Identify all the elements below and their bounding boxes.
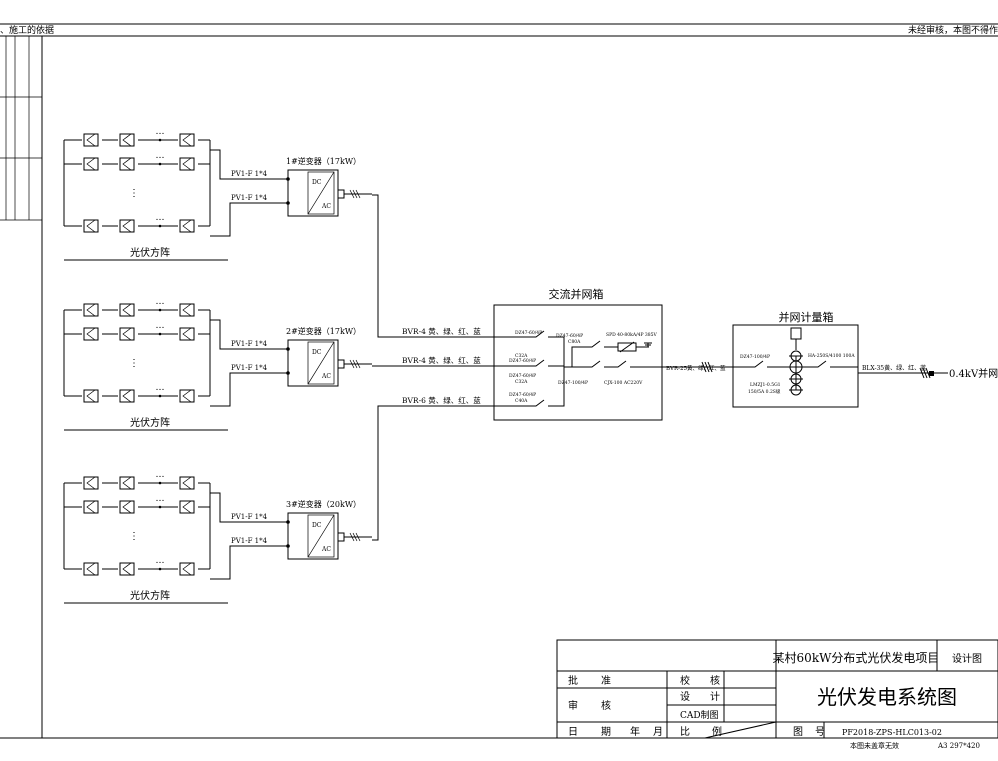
inverter-label: 2#逆变器（17kW） bbox=[286, 326, 361, 336]
svg-text:CJX-100 AC220V: CJX-100 AC220V bbox=[604, 380, 643, 386]
array-label: 光伏方阵 bbox=[130, 246, 170, 259]
svg-text:⋮: ⋮ bbox=[129, 531, 139, 542]
top-left-note: 、施工的依据 bbox=[0, 24, 54, 36]
drawing-title: 光伏发电系统图 bbox=[817, 685, 957, 709]
svg-text:C80A: C80A bbox=[568, 339, 581, 345]
svg-text:月: 月 bbox=[653, 726, 663, 738]
svg-text:DZ47-100/4P: DZ47-100/4P bbox=[740, 354, 770, 360]
svg-text:例: 例 bbox=[712, 725, 722, 738]
svg-text:批: 批 bbox=[568, 674, 578, 687]
inverter-label: 1#逆变器（17kW） bbox=[286, 156, 361, 166]
top-right-note: 未经审核，本图不得作 bbox=[908, 24, 998, 36]
string-label: PV1-F 1*4 bbox=[231, 340, 268, 348]
svg-text:…: … bbox=[156, 383, 165, 393]
svg-text:准: 准 bbox=[601, 675, 611, 687]
svg-text:设: 设 bbox=[680, 691, 690, 703]
svg-text:DC: DC bbox=[312, 349, 322, 356]
svg-text:C32A: C32A bbox=[515, 379, 528, 385]
svg-text:年: 年 bbox=[630, 725, 640, 738]
svg-text:比: 比 bbox=[680, 726, 690, 738]
meter-box-title: 并网计量箱 bbox=[779, 310, 834, 324]
svg-text:LMZJ1-0.5G1: LMZJ1-0.5G1 bbox=[750, 382, 781, 388]
svg-text:…: … bbox=[156, 213, 165, 223]
svg-text:…: … bbox=[156, 297, 165, 307]
string-label: PV1-F 1*4 bbox=[231, 364, 268, 372]
meter-out-cable: BLX-35黄、绿、红、蓝 bbox=[862, 364, 926, 372]
svg-text:…: … bbox=[156, 556, 165, 566]
inverter-2: DC AC 2#逆变器（17kW） bbox=[286, 326, 372, 387]
svg-text:审: 审 bbox=[568, 699, 578, 712]
ac-out-cable: BVR-25黄、绿、红、蓝 bbox=[666, 364, 726, 372]
string-label: PV1-F 1*4 bbox=[231, 537, 268, 545]
svg-text:…: … bbox=[156, 151, 165, 161]
svg-text:…: … bbox=[156, 127, 165, 137]
svg-text:C40A: C40A bbox=[515, 398, 528, 404]
svg-text:150/5A 0.2S级: 150/5A 0.2S级 bbox=[748, 388, 781, 395]
cable-labels: BVR-4 黄、绿、红、蓝 BVR-4 黄、绿、红、蓝 BVR-6 黄、绿、红、… bbox=[402, 326, 481, 405]
cable-label-2: BVR-4 黄、绿、红、蓝 bbox=[402, 355, 481, 365]
title-block bbox=[556, 639, 998, 739]
svg-text:日: 日 bbox=[568, 727, 578, 738]
design-stage: 设计图 bbox=[952, 652, 982, 665]
string-label: PV1-F 1*4 bbox=[231, 194, 268, 202]
svg-text:AC: AC bbox=[321, 546, 331, 553]
inverter-3: DC AC 3#逆变器（20kW） bbox=[286, 499, 372, 560]
svg-text:⋮: ⋮ bbox=[129, 188, 139, 199]
svg-text:DZ47-60/4P: DZ47-60/4P bbox=[509, 392, 536, 398]
paper-size: A3 297*420 bbox=[937, 742, 980, 750]
svg-text:DZ47-60/4P: DZ47-60/4P bbox=[509, 373, 536, 379]
svg-text:HA-250S/4100 100A: HA-250S/4100 100A bbox=[808, 353, 855, 359]
svg-text:计: 计 bbox=[710, 690, 720, 703]
svg-text:图: 图 bbox=[793, 726, 803, 738]
meter-box: 并网计量箱 DZ47-100/4P HA-250S/4100 100A LMZJ… bbox=[732, 310, 859, 408]
svg-text:DC: DC bbox=[312, 179, 322, 186]
array-label: 光伏方阵 bbox=[130, 416, 170, 429]
project-name: 某村60kW分布式光伏发电项目 bbox=[773, 650, 940, 665]
string-label: PV1-F 1*4 bbox=[231, 513, 268, 521]
string-label: PV1-F 1*4 bbox=[231, 170, 268, 178]
svg-text:SPD 40-80kA/4P 385V: SPD 40-80kA/4P 385V bbox=[606, 332, 658, 338]
seal-note: 本图未盖章无效 bbox=[850, 741, 899, 750]
ac-combiner-box: 交流并网箱 DZ47-60/4P DZ47-60/4P C32A DZ47-60… bbox=[493, 287, 663, 421]
svg-text:DC: DC bbox=[312, 522, 322, 529]
cable-label-1: BVR-4 黄、绿、红、蓝 bbox=[402, 326, 481, 336]
ac-box-title: 交流并网箱 bbox=[549, 287, 604, 301]
svg-text:…: … bbox=[156, 321, 165, 331]
cable-label-3: BVR-6 黄、绿、红、蓝 bbox=[402, 395, 481, 405]
svg-text:AC: AC bbox=[321, 373, 331, 380]
svg-text:AC: AC bbox=[321, 203, 331, 210]
svg-text:DZ47-60/4P: DZ47-60/4P bbox=[515, 330, 542, 336]
breaker1-label: DZ47-60/4P bbox=[509, 358, 536, 364]
inverter-label: 3#逆变器（20kW） bbox=[286, 499, 361, 509]
grid-label: 0.4kV并网 bbox=[949, 367, 998, 380]
svg-text:DZ47-100/4P: DZ47-100/4P bbox=[558, 380, 588, 386]
svg-text:…: … bbox=[156, 494, 165, 504]
title-block-text: 某村60kW分布式光伏发电项目 设计图 光伏发电系统图 批 准 审 核 日 期 … bbox=[568, 650, 982, 750]
inverter-1: DC AC 1#逆变器（17kW） bbox=[286, 156, 372, 217]
svg-text:号: 号 bbox=[815, 726, 825, 738]
array-label: 光伏方阵 bbox=[130, 589, 170, 602]
svg-text:核: 核 bbox=[710, 674, 720, 687]
svg-text:期: 期 bbox=[601, 726, 611, 738]
svg-text:CAD制图: CAD制图 bbox=[680, 709, 719, 721]
ac-feeder-lines bbox=[372, 194, 508, 541]
svg-text:…: … bbox=[156, 470, 165, 480]
svg-text:⋮: ⋮ bbox=[129, 358, 139, 369]
svg-text:C32A: C32A bbox=[515, 353, 528, 359]
svg-text:核: 核 bbox=[601, 699, 611, 712]
drawing-number: PF2018-ZPS-HLC013-02 bbox=[842, 728, 942, 737]
svg-text:DZ47-60/4P: DZ47-60/4P bbox=[556, 333, 583, 339]
svg-text:校: 校 bbox=[680, 674, 690, 687]
